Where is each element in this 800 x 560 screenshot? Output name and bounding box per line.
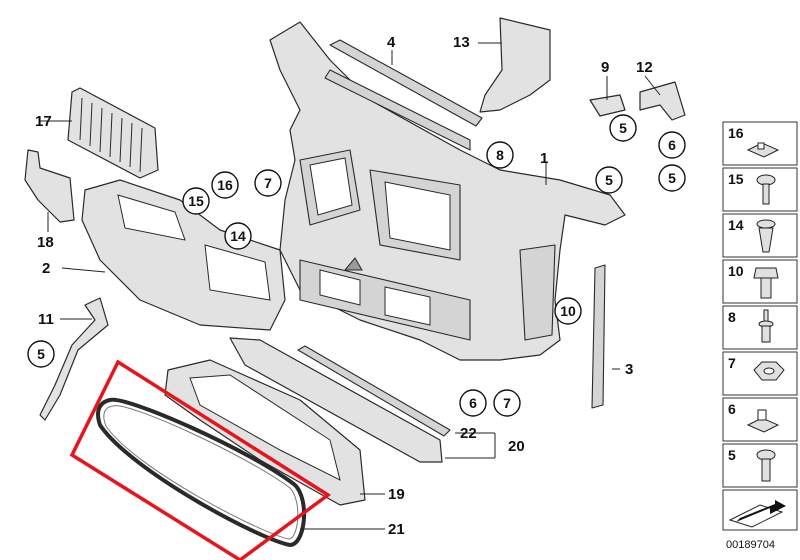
clip-nut-icon bbox=[746, 142, 780, 158]
gasket-21 bbox=[96, 397, 307, 548]
grille-insert bbox=[67, 87, 159, 179]
callout-6-b: 6 bbox=[469, 395, 477, 411]
legend-num-6: 6 bbox=[728, 401, 736, 417]
callout-16: 16 bbox=[217, 177, 233, 193]
lower-seal-22 bbox=[297, 345, 451, 437]
seal-strip-4 bbox=[329, 39, 483, 127]
label-9: 9 bbox=[601, 59, 609, 76]
diagram-code: 00189704 bbox=[726, 539, 775, 551]
callout-7-b: 7 bbox=[503, 395, 511, 411]
callout-5-a: 5 bbox=[619, 120, 627, 136]
label-3: 3 bbox=[625, 361, 633, 378]
label-20: 20 bbox=[508, 438, 525, 455]
air-duct bbox=[81, 179, 286, 331]
part-labels: 1 2 3 4 9 10 11 12 13 17 18 19 20 21 22 bbox=[35, 34, 653, 538]
label-17: 17 bbox=[35, 113, 52, 130]
callout-6-a: 6 bbox=[668, 137, 676, 153]
fastener-legend: 16 15 14 10 8 bbox=[722, 121, 798, 551]
label-19: 19 bbox=[388, 486, 405, 503]
label-4: 4 bbox=[387, 34, 396, 51]
label-18: 18 bbox=[37, 234, 54, 251]
direction-arrow-icon bbox=[728, 500, 786, 528]
bracket-9 bbox=[589, 94, 626, 117]
side-bracket-18 bbox=[24, 149, 75, 223]
hex-nut-icon bbox=[753, 361, 785, 381]
highlight-box bbox=[69, 359, 332, 560]
leader-lines bbox=[40, 42, 661, 530]
pin-rivet-icon bbox=[758, 309, 774, 343]
lower-strip-20 bbox=[229, 337, 443, 463]
label-2: 2 bbox=[42, 260, 50, 277]
callouts: 8 5 5 6 5 16 7 15 14 10 5 6 7 bbox=[27, 114, 686, 417]
hex-bolt-icon bbox=[753, 267, 779, 299]
legend-num-7: 7 bbox=[728, 355, 736, 371]
label-22: 22 bbox=[460, 425, 477, 442]
legend-cell-10 bbox=[722, 259, 798, 304]
legend-num-8: 8 bbox=[728, 309, 736, 325]
label-21: 21 bbox=[388, 521, 405, 538]
legend-num-15: 15 bbox=[728, 171, 744, 187]
clip-nut-icon bbox=[746, 409, 780, 433]
callout-10: 10 bbox=[560, 303, 576, 319]
torx-screw-icon bbox=[756, 449, 776, 482]
callout-8: 8 bbox=[496, 147, 504, 163]
label-13: 13 bbox=[453, 34, 470, 51]
callout-5-c: 5 bbox=[668, 170, 676, 186]
expansion-rivet-icon bbox=[756, 219, 776, 253]
legend-num-5: 5 bbox=[728, 447, 736, 463]
air-guide-19 bbox=[164, 359, 366, 506]
hex-screw-icon bbox=[756, 174, 776, 205]
legend-num-16: 16 bbox=[728, 125, 744, 141]
bracket-13 bbox=[479, 17, 551, 113]
label-12: 12 bbox=[636, 59, 653, 76]
callout-5-b: 5 bbox=[605, 172, 613, 188]
callout-15: 15 bbox=[188, 193, 204, 209]
cable-holder bbox=[39, 297, 109, 421]
bracket-12 bbox=[639, 81, 686, 121]
label-1: 1 bbox=[540, 150, 548, 167]
legend-num-14: 14 bbox=[728, 217, 744, 233]
callout-7-a: 7 bbox=[264, 175, 272, 191]
strip-3 bbox=[591, 264, 606, 409]
callout-5-d: 5 bbox=[37, 346, 45, 362]
legend-cell-15 bbox=[722, 167, 798, 212]
label-11: 11 bbox=[38, 311, 54, 328]
front-carrier bbox=[269, 21, 626, 361]
callout-14: 14 bbox=[230, 228, 246, 244]
legend-num-10: 10 bbox=[728, 263, 744, 279]
legend-cell-8 bbox=[722, 305, 798, 350]
